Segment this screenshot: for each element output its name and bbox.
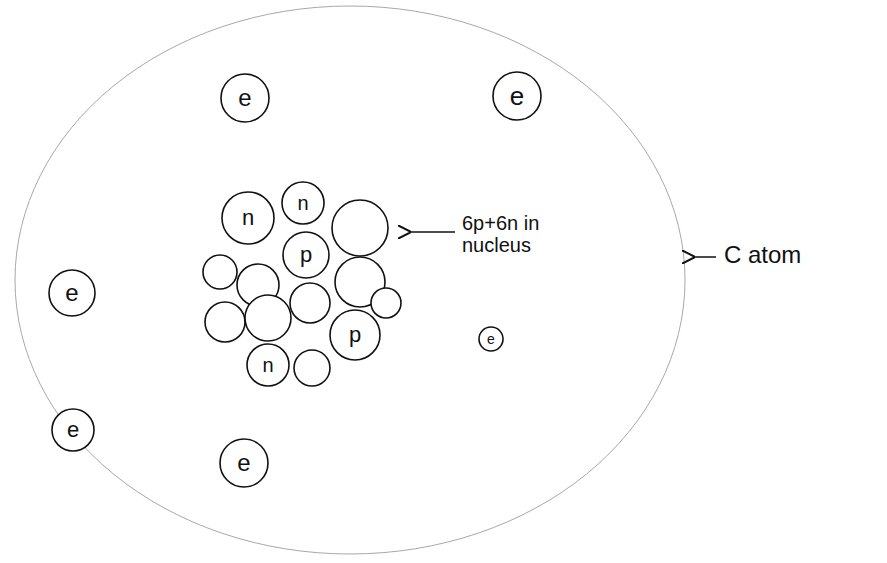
particle-letter: e [510,83,524,109]
particle-circle: n [221,191,275,245]
particle-circle: e [51,408,95,452]
circle-shape [247,344,289,386]
circle-shape [221,74,269,122]
circle-shape [49,270,95,316]
nucleon-circle [371,288,401,318]
particle-letter: e [487,332,495,346]
particle-letter: n [242,207,254,229]
particle-letter: e [238,86,251,110]
particle-letter: n [262,355,273,375]
particle-letter: n [297,193,308,213]
circle-shape [282,182,324,224]
nucleon-circle [205,302,245,342]
nucleon-circle [245,295,291,341]
circle-shape [283,232,329,278]
leader-arrow [410,231,455,233]
particle-letter: p [300,244,312,266]
circle-shape [479,327,503,351]
circle-shape [222,192,274,244]
particle-letter: e [237,451,250,475]
particle-circle: p [282,231,330,279]
nucleon-circle [332,200,388,256]
particle-letter: p [349,324,361,346]
particle-circle: e [492,71,542,121]
nucleon-circle [294,350,330,386]
nucleon-circle [203,255,237,289]
leader-arrow [694,256,716,258]
particle-circle: n [281,181,325,225]
particle-letter: e [65,281,78,305]
particle-circle: e [219,438,269,488]
circle-shape [220,439,268,487]
circle-shape [493,72,541,120]
circle-shape [52,409,94,451]
atom-label: C atom [724,242,801,268]
particle-circle: n [246,343,290,387]
particle-circle: e [48,269,96,317]
atom-outline [15,6,685,554]
nucleon-circle [290,283,330,323]
particle-circle: e [220,73,270,123]
particle-circle: e [478,326,504,352]
nucleus-note: 6p+6n in nucleus [462,212,554,256]
particle-circle: p [329,309,381,361]
particle-letter: e [67,419,79,441]
circle-shape [330,310,380,360]
